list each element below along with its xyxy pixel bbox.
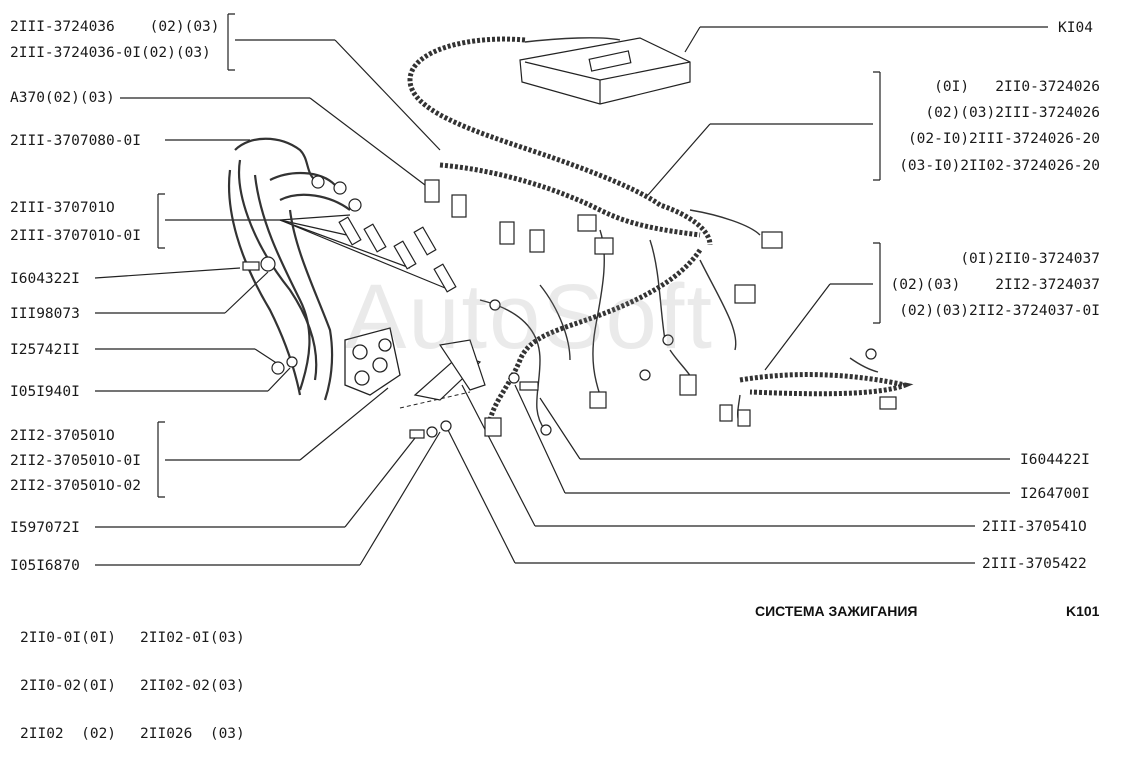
- label-ignition-module-1: 2II2-370501O: [10, 428, 115, 444]
- label-part-11198073: III98073: [10, 306, 80, 322]
- label-spark-plug-2: 2III-370701O-0I: [10, 228, 141, 244]
- bracket-left-3: [157, 421, 165, 498]
- ignition-system-diagram: [94, 13, 1048, 566]
- model-line: 2II0-0I(0I): [20, 630, 117, 646]
- watermark: AutoSoft: [345, 266, 714, 368]
- model-line: 2II02-02(03): [140, 678, 245, 694]
- label-spark-plug-1: 2III-370701O: [10, 200, 115, 216]
- bracket-left-2: [157, 193, 165, 249]
- label-harness-ignition-2: 2III-3724036-0I(02)(03): [10, 45, 211, 61]
- label-bolt-1604322: I604322I: [10, 271, 80, 287]
- ignition-module: [344, 327, 401, 396]
- label-part-12647001: I264700I: [1020, 486, 1090, 502]
- fasteners: [242, 256, 539, 439]
- models-column-2: 2II02-0I(03) 2II02-02(03) 2II026 (03): [140, 598, 245, 758]
- label-harness-injectors-2: (02)(03)2III-3724026: [925, 105, 1100, 121]
- page-code: K101: [1066, 603, 1100, 619]
- label-harness-sensors-2: (02)(03) 2II2-3724037: [890, 277, 1100, 293]
- spark-plugs: [311, 175, 457, 293]
- label-ignition-module-2: 2II2-370501O-0I: [10, 453, 141, 469]
- models-column-1: 2II0-0I(0I) 2II0-02(0I) 2II02 (02): [20, 598, 116, 758]
- label-harness-ignition-1: 2III-3724036 (02)(03): [10, 19, 220, 35]
- connectors: [424, 179, 897, 437]
- model-line: 2II0-02(0I): [20, 678, 117, 694]
- label-nut-1257421: I25742II: [10, 342, 80, 358]
- label-bolt-1597072: I597072I: [10, 520, 80, 536]
- label-k104: KI04: [1058, 20, 1093, 36]
- label-bolt-1604422: I604422I: [1020, 452, 1090, 468]
- label-ignition-module-3: 2II2-370501O-02: [10, 478, 141, 494]
- label-bracket-3705410: 2III-370541O: [982, 519, 1087, 535]
- label-washer-1051940: I05I940I: [10, 384, 80, 400]
- label-part-3705422: 2III-3705422: [982, 556, 1087, 572]
- label-harness-injectors-4: (03-I0)2II02-3724026-20: [899, 158, 1100, 174]
- bracket-right-1: [873, 71, 881, 181]
- model-line: 2II026 (03): [140, 726, 245, 742]
- label-washer-10516870: I05I6870: [10, 558, 80, 574]
- main-harness: [407, 36, 914, 421]
- label-a370: A370(02)(03): [10, 90, 115, 106]
- bracket-left-1: [227, 13, 235, 71]
- label-harness-injectors-1: (0I) 2II0-3724026: [934, 79, 1100, 95]
- label-harness-sensors-3: (02)(03)2II2-3724037-0I: [899, 303, 1100, 319]
- label-hv-wire-set: 2III-3707080-0I: [10, 133, 141, 149]
- model-line: 2II02-0I(03): [140, 630, 245, 646]
- mounting-bracket: [413, 339, 486, 401]
- ecu-unit: [519, 37, 691, 105]
- model-line: 2II02 (02): [20, 726, 117, 742]
- label-harness-sensors-1: (0I)2II0-3724037: [960, 251, 1100, 267]
- bracket-right-2: [873, 242, 881, 324]
- section-title: СИСТЕМА ЗАЖИГАНИЯ: [755, 603, 918, 619]
- label-harness-injectors-3: (02-I0)2III-3724026-20: [907, 131, 1100, 147]
